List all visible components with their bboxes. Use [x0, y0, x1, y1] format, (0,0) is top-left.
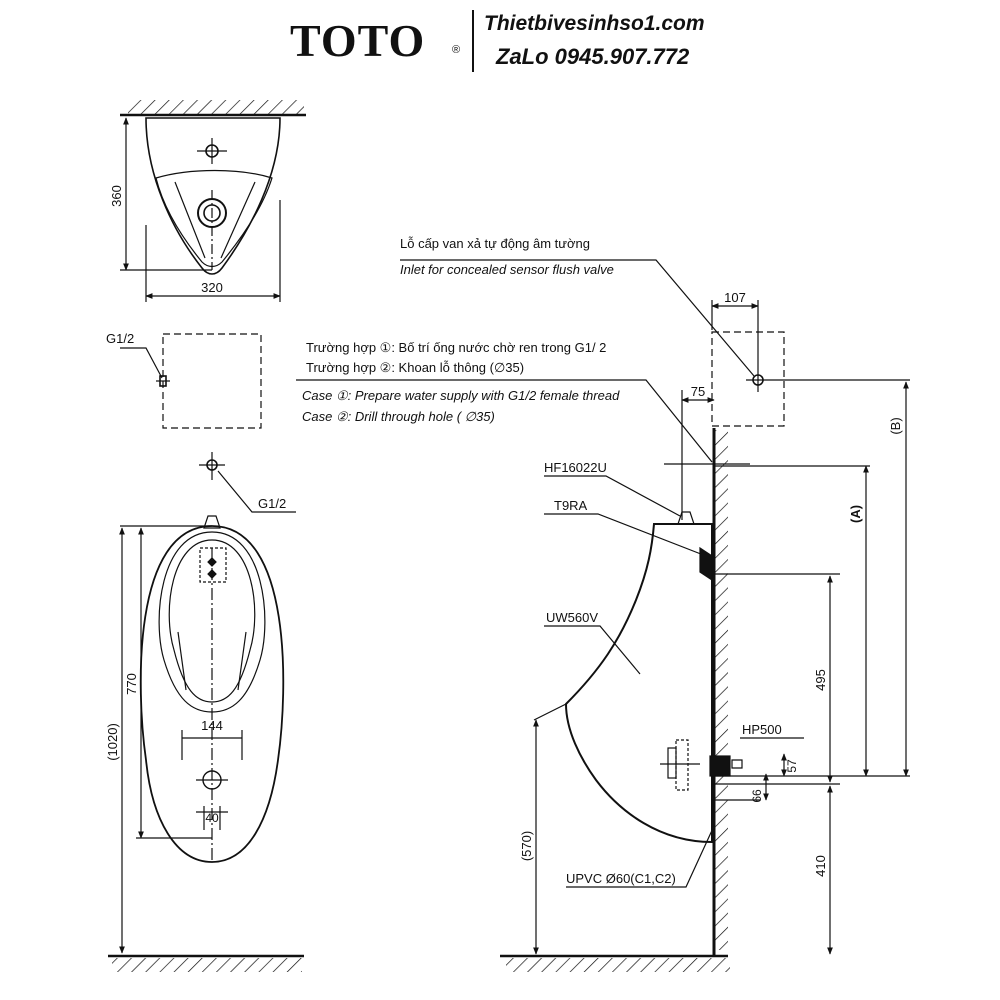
- wall-hatch: [714, 430, 728, 950]
- case1-en: Case ①: Prepare water supply with G1/2 f…: [302, 388, 620, 403]
- dim-570-label: (570): [519, 831, 534, 861]
- inlet-note-en: Inlet for concealed sensor flush valve: [400, 262, 614, 277]
- dim-B-label: (B): [888, 417, 903, 434]
- dim-770-label: 770: [124, 673, 139, 695]
- front-view: [108, 333, 304, 972]
- top-view: [120, 100, 306, 302]
- top-view-bowl-outline: [145, 117, 281, 275]
- g12-inlet-label: G1/2: [258, 496, 286, 511]
- dim-75-label: 75: [691, 384, 705, 399]
- valve-box-front: [162, 333, 262, 429]
- inlet-note-vi: Lỗ cấp van xả tự động âm tường: [400, 236, 590, 251]
- contact-text: ZaLo 0945.907.772: [496, 44, 690, 69]
- dim-57-label: 57: [785, 759, 799, 773]
- g12-box-label: G1/2: [106, 331, 134, 346]
- front-spud: [203, 515, 221, 529]
- side-spud: [677, 511, 695, 525]
- label-uw560v: UW560V: [546, 610, 598, 625]
- case2-vi: Trường hợp ②: Khoan lỗ thông (∅35): [306, 360, 524, 375]
- valve-box-side: [711, 331, 785, 427]
- floor-hatch-left: [112, 958, 302, 972]
- label-hf16022u: HF16022U: [544, 460, 607, 475]
- dim-40-label: 40: [205, 811, 219, 825]
- case1-vi: Trường hợp ①: Bố trí ống nước chờ ren tr…: [306, 340, 606, 355]
- top-view-inner-rim: [155, 169, 273, 268]
- front-sensor-window: [199, 547, 227, 583]
- ceiling-hatch: [128, 100, 304, 114]
- side-view: [296, 259, 910, 972]
- dim-495-label: 495: [813, 669, 828, 691]
- case2-en: Case ②: Drill through hole ( ∅35): [302, 409, 495, 424]
- dim-width-label: 320: [201, 280, 223, 295]
- dim-depth-label: 360: [109, 185, 124, 207]
- floor-hatch-right: [506, 958, 730, 972]
- label-hp500: HP500: [742, 722, 782, 737]
- website-text[interactable]: Thietbivesinhso1.com: [484, 12, 705, 35]
- brand-logo: TOTO: [290, 15, 426, 66]
- dim-A-label: (A): [848, 505, 863, 523]
- registered-mark: ®: [452, 44, 461, 56]
- dim-1020-label: (1020): [105, 723, 120, 761]
- label-t9ra: T9RA: [554, 498, 588, 513]
- dim-144-label: 144: [201, 718, 223, 733]
- header-divider: [472, 10, 474, 72]
- dim-107-label: 107: [724, 290, 746, 305]
- side-urinal-body: [564, 523, 713, 844]
- dim-66-label: 66: [750, 789, 764, 803]
- dim-410-label: 410: [813, 855, 828, 877]
- label-upvc: UPVC Ø60(C1,C2): [566, 871, 676, 886]
